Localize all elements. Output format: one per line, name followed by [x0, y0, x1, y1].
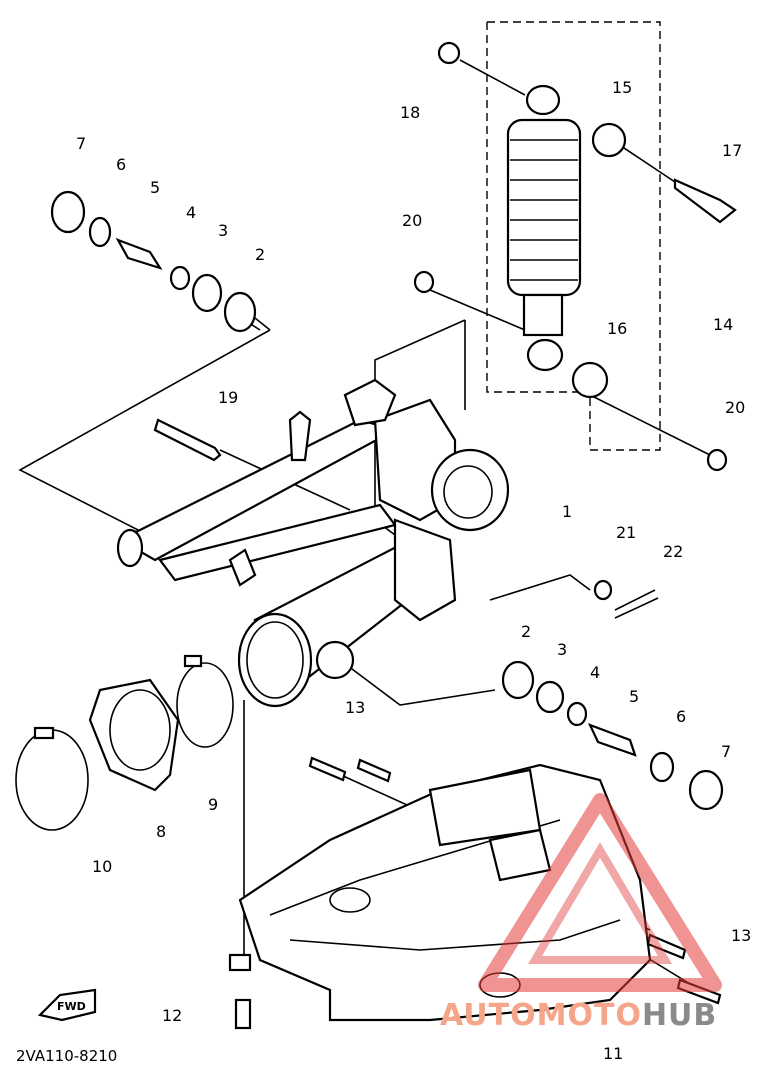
callout-8: 8: [156, 822, 166, 841]
upper-bushings: [50, 190, 257, 333]
pivot-bolt-19: [153, 418, 222, 462]
swingarm: [116, 378, 510, 708]
callout-12: 12: [162, 1006, 182, 1025]
callout-18: 18: [400, 103, 420, 122]
clamp-ring-9: [176, 662, 234, 748]
callout-7: 7: [721, 742, 731, 761]
callout-15: 15: [612, 78, 632, 97]
callout-2: 2: [521, 622, 531, 641]
callout-7: 7: [76, 134, 86, 153]
callout-4: 4: [186, 203, 196, 222]
hub-seal-parts: [15, 654, 234, 831]
callout-20: 20: [725, 398, 745, 417]
rear-shock: [413, 41, 737, 472]
callout-10: 10: [92, 857, 112, 876]
rear-arm-group-outline: [18, 311, 466, 536]
callout-labels: 1 2 2 3 3 4 4 5 5 6 6 7 7 8 9 10 11 12 1…: [76, 78, 751, 1063]
callout-17: 17: [722, 141, 742, 160]
svg-text:FWD: FWD: [57, 1000, 86, 1013]
lower-bushings: [501, 660, 724, 811]
callout-14: 14: [713, 315, 733, 334]
callout-5: 5: [629, 687, 639, 706]
callout-19: 19: [218, 388, 238, 407]
callout-3: 3: [557, 640, 567, 659]
callout-21: 21: [616, 523, 636, 542]
watermark-logo: AUTOMOTOHUB: [440, 793, 722, 1033]
diagram-code: 2VA110-8210: [16, 1047, 117, 1065]
callout-13: 13: [731, 926, 751, 945]
callout-3: 3: [218, 221, 228, 240]
callout-22: 22: [663, 542, 683, 561]
washer-21: [593, 579, 613, 601]
callout-6: 6: [116, 155, 126, 174]
callout-2: 2: [255, 245, 265, 264]
boot-8: [88, 678, 180, 792]
cotter-pin-22: [614, 589, 659, 619]
callout-5: 5: [150, 178, 160, 197]
callout-16: 16: [607, 319, 627, 338]
svg-text:AUTOMOTOHUB: AUTOMOTOHUB: [440, 998, 717, 1033]
callout-9: 9: [208, 795, 218, 814]
shock-assembly-outline: [486, 21, 661, 451]
callout-4: 4: [590, 663, 600, 682]
clamp-ring-10: [15, 729, 89, 831]
callout-13: 13: [345, 698, 365, 717]
fwd-arrow-icon: FWD: [37, 988, 97, 1022]
callout-6: 6: [676, 707, 686, 726]
callout-20: 20: [402, 211, 422, 230]
callout-1: 1: [562, 502, 572, 521]
callout-11: 11: [603, 1044, 623, 1063]
